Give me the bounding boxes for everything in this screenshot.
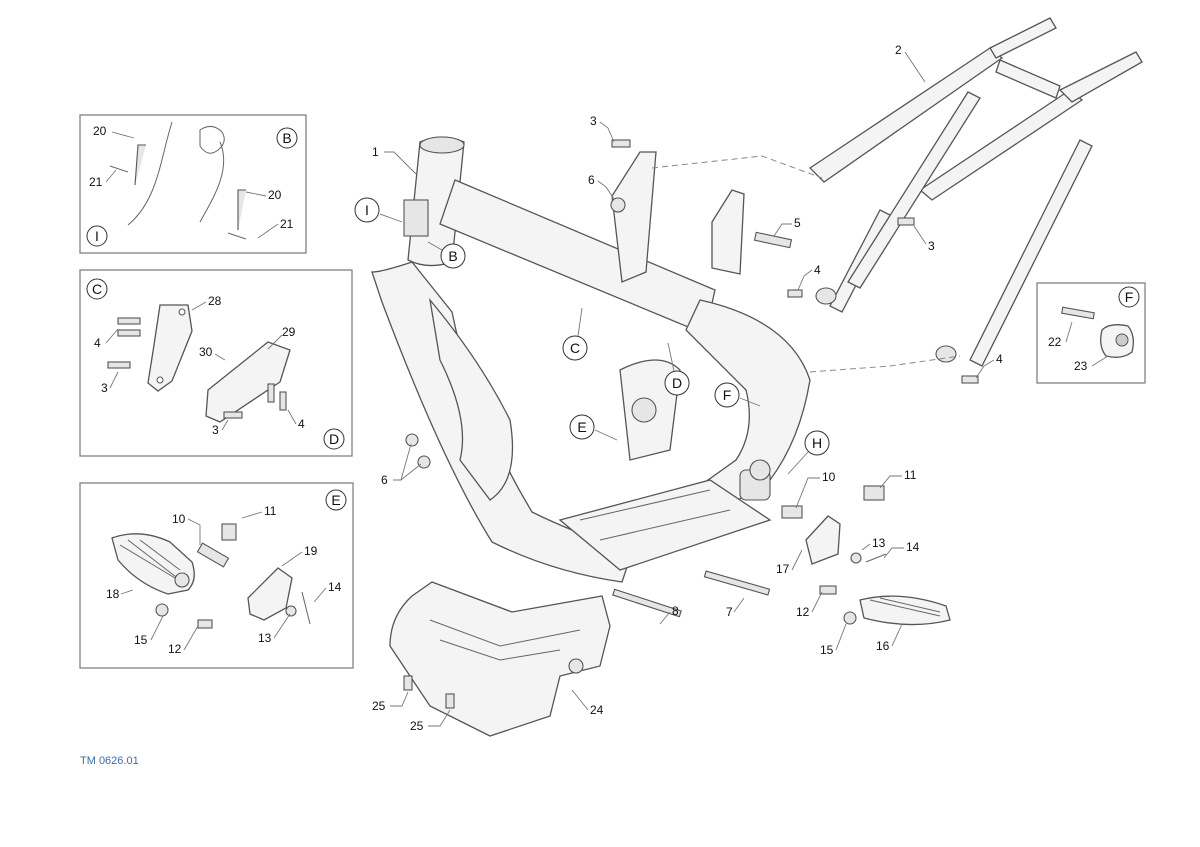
label-b-21: 21 [89,175,103,189]
label-e-18: 18 [106,587,120,601]
label-e-11: 11 [264,504,277,518]
detail-letter-c: C [86,278,108,300]
label-22: 22 [1048,335,1062,349]
svg-text:B: B [448,248,457,264]
detail-box-b-i: B I 20 21 20 21 [79,114,307,254]
top-tube [439,179,716,335]
svg-text:C: C [92,281,102,297]
detail-box-f: F 22 23 [1036,282,1146,384]
label-b-20: 20 [93,124,107,138]
callout-f: F [714,382,761,408]
label-3-top: 3 [590,114,597,128]
svg-text:E: E [331,492,340,508]
label-23: 23 [1074,359,1088,373]
footpeg-18 [111,533,195,595]
callout-b: B [427,241,466,269]
svg-text:F: F [723,387,732,403]
label-16: 16 [876,639,890,653]
pivot-plate-right [711,189,745,275]
svg-text:F: F [1125,289,1134,305]
subframe [808,17,1143,384]
label-d-30: 30 [199,345,213,359]
label-25-a: 25 [372,699,386,713]
svg-text:D: D [329,431,339,447]
callout-c: C [562,307,588,361]
label-d-29: 29 [282,325,296,339]
label-d-4: 4 [298,417,305,431]
label-11: 11 [904,468,917,482]
label-10: 10 [822,470,836,484]
detail-box-e: E 10 11 19 18 14 15 12 13 [79,482,354,669]
callout-i: I [354,197,403,223]
svg-text:B: B [282,130,291,146]
svg-text:D: D [672,375,682,391]
label-d-3: 3 [212,423,219,437]
label-c-28: 28 [208,294,222,308]
label-24: 24 [590,703,604,717]
svg-text:C: C [570,340,580,356]
label-b-21b: 21 [280,217,294,231]
label-15: 15 [820,643,834,657]
label-17: 17 [776,562,790,576]
label-e-15: 15 [134,633,148,647]
label-6-left: 6 [381,473,388,487]
label-12: 12 [796,605,810,619]
detail-box-c-d: C D 28 4 3 30 29 3 4 [79,269,353,457]
label-e-19: 19 [304,544,318,558]
label-e-10: 10 [172,512,186,526]
bracket-28 [147,304,193,392]
skid-plate-24 [389,581,611,737]
label-e-12: 12 [168,642,182,656]
svg-text:H: H [812,435,822,451]
clip-20-left [134,144,146,186]
label-8: 8 [672,604,679,618]
detail-letter-e: E [325,489,347,511]
clip-20-right [237,189,246,230]
bracket-29 [205,341,291,423]
detail-letter-f: F [1118,286,1140,308]
svg-text:I: I [95,228,99,244]
lower-parts [389,485,951,737]
svg-text:I: I [365,202,369,218]
svg-text:E: E [577,419,586,435]
label-7: 7 [726,605,733,619]
detail-letter-i: I [86,225,108,247]
pivot-plate-left [611,151,657,283]
label-e-14: 14 [328,580,342,594]
label-4-b: 4 [996,352,1003,366]
callout-d: D [664,342,690,396]
detail-letter-b: B [276,127,298,149]
label-14: 14 [906,540,920,554]
label-5: 5 [794,216,801,230]
label-4-a: 4 [814,263,821,277]
label-c-3: 3 [101,381,108,395]
main-frame [371,136,811,583]
label-3-subframe: 3 [928,239,935,253]
callout-e: E [569,414,618,441]
label-e-13: 13 [258,631,272,645]
label-b-20b: 20 [268,188,282,202]
label-2: 2 [895,43,902,57]
callout-h: H [787,430,830,475]
label-25-b: 25 [410,719,424,733]
label-1: 1 [372,145,379,159]
label-6-top: 6 [588,173,595,187]
reference-code: TM 0626.01 [80,755,139,767]
bracket-17 [805,515,841,565]
label-c-4: 4 [94,336,101,350]
detail-letter-d: D [323,428,345,450]
bracket-19 [247,567,293,621]
part-labels: 1 2 3 3 6 5 4 4 6 10 11 13 14 17 12 7 8 … [372,43,1003,733]
label-13: 13 [872,536,886,550]
